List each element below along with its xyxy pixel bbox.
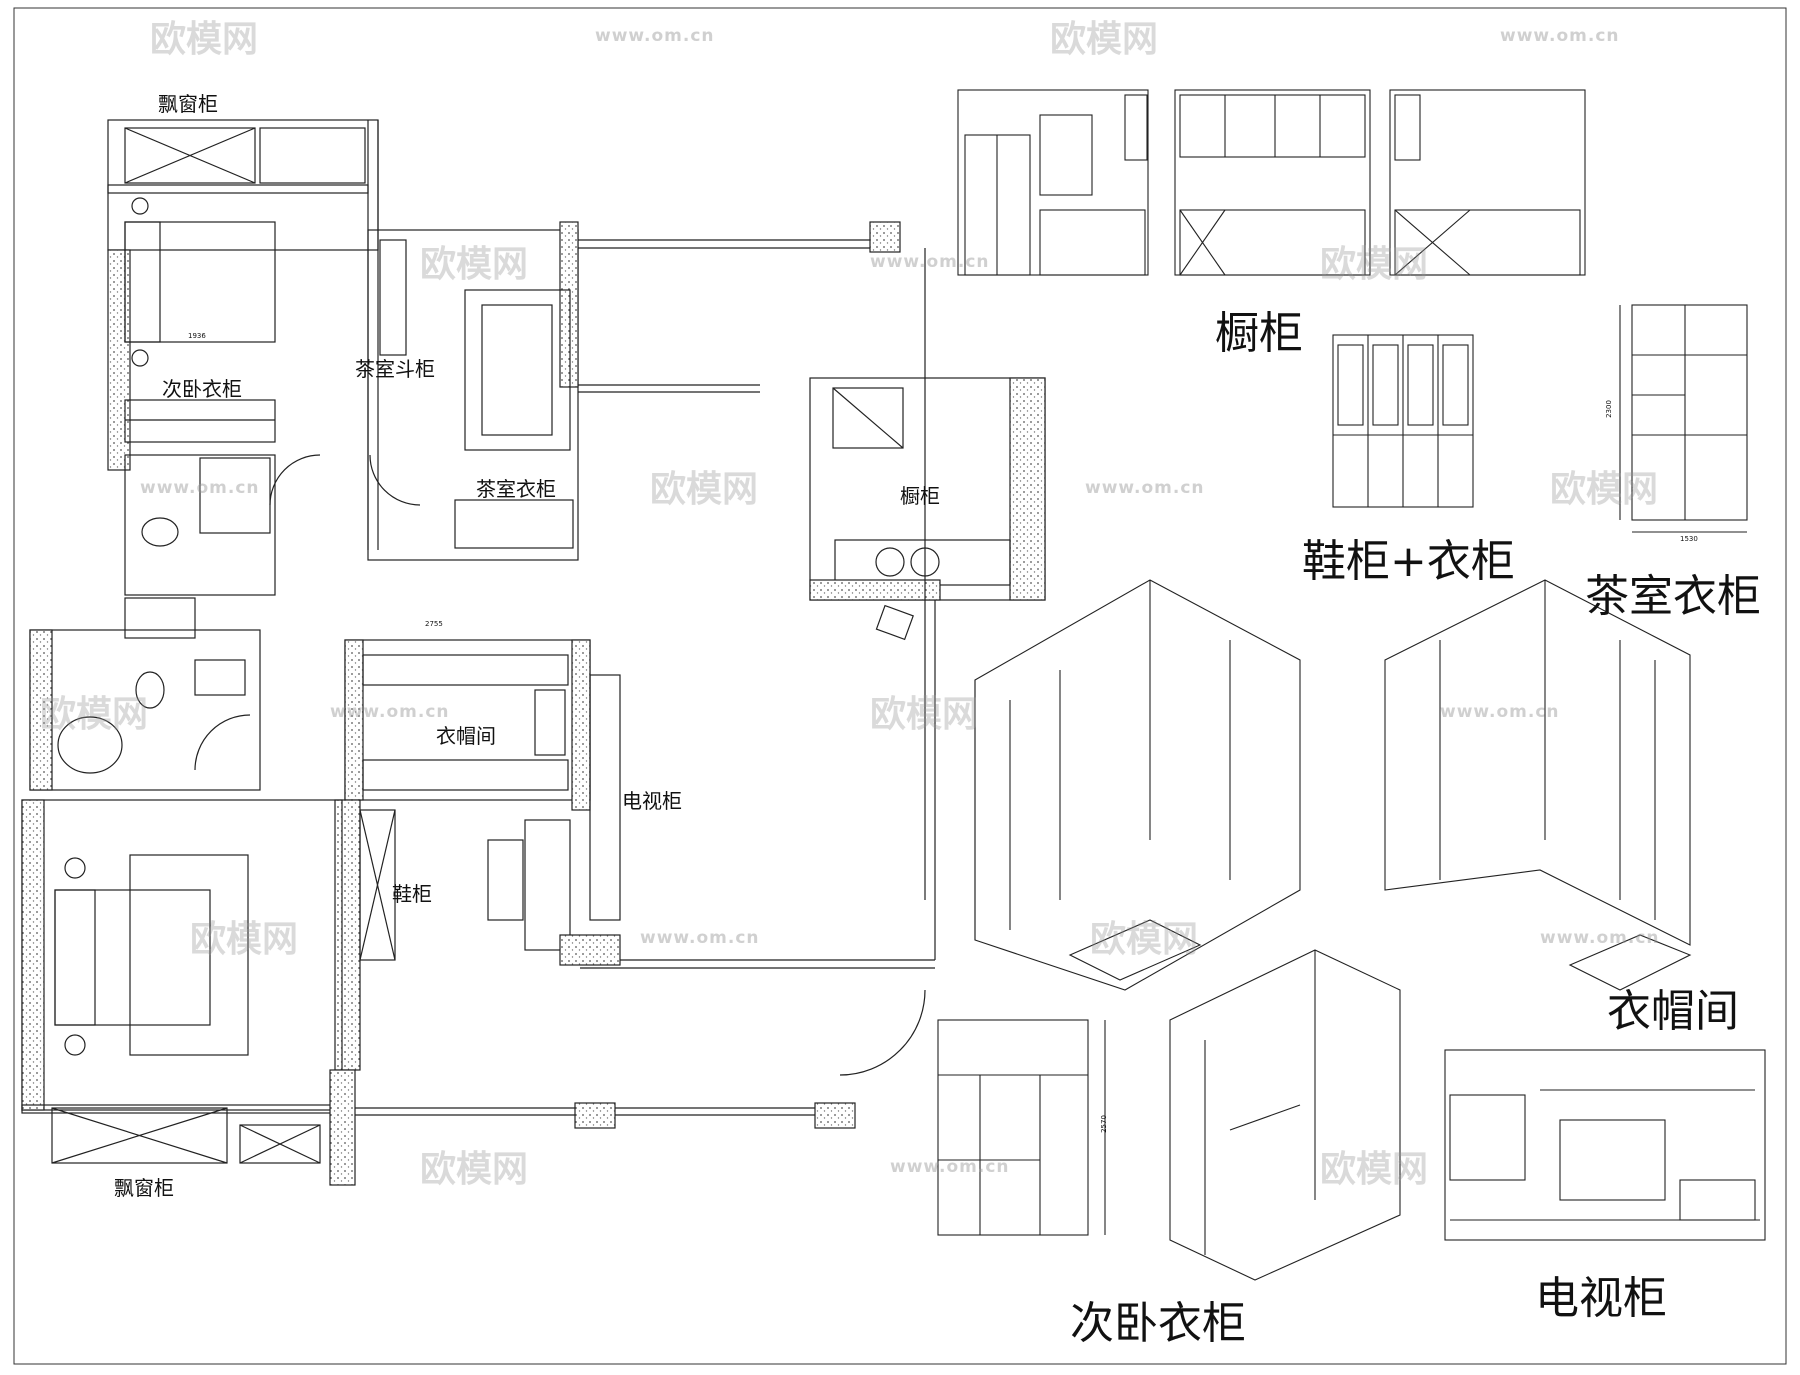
sheet-border	[13, 7, 1787, 1365]
dim-wardrobe-height: 2570	[1099, 1115, 1108, 1133]
title-tv-cabinet: 电视柜	[1535, 1273, 1667, 1324]
label-kitchen-plan: 橱柜	[900, 484, 940, 508]
label-tv-cabinet-plan: 电视柜	[622, 789, 682, 813]
title-cloakroom: 衣帽间	[1607, 986, 1739, 1037]
title-second-bedroom: 次卧衣柜	[1070, 1298, 1246, 1349]
title-tea-wardrobe: 茶室衣柜	[1585, 571, 1761, 622]
title-shoe-wardrobe: 鞋柜+衣柜	[1302, 536, 1515, 587]
label-bay-window-top: 飘窗柜	[158, 92, 218, 116]
dim-tea-height: 2300	[1604, 400, 1613, 418]
dim-cloak-width: 2755	[425, 620, 443, 628]
shoe-wardrobe-elevation	[1332, 334, 1474, 508]
label-shoe-cabinet-plan: 鞋柜	[392, 882, 432, 906]
tea-wardrobe-elevation	[1619, 304, 1748, 533]
label-bay-window-bottom: 飘窗柜	[114, 1176, 174, 1200]
cloakroom-3d	[974, 579, 1692, 991]
label-cloakroom-plan: 衣帽间	[436, 724, 496, 748]
label-tea-room-wardrobe: 茶室衣柜	[476, 477, 556, 501]
label-second-bedroom-wardrobe: 次卧衣柜	[162, 377, 242, 401]
label-tea-room-cabinet: 茶室斗柜	[355, 357, 435, 381]
kitchen-elevations	[957, 89, 1586, 276]
dim-tea-width: 1530	[1680, 535, 1698, 543]
tv-cabinet-elevation	[1444, 1049, 1766, 1241]
floor-plan	[21, 119, 1046, 1186]
second-bedroom-elevations	[937, 949, 1401, 1281]
dim-bedroom-width: 1936	[188, 332, 206, 340]
title-kitchen: 橱柜	[1215, 308, 1303, 359]
